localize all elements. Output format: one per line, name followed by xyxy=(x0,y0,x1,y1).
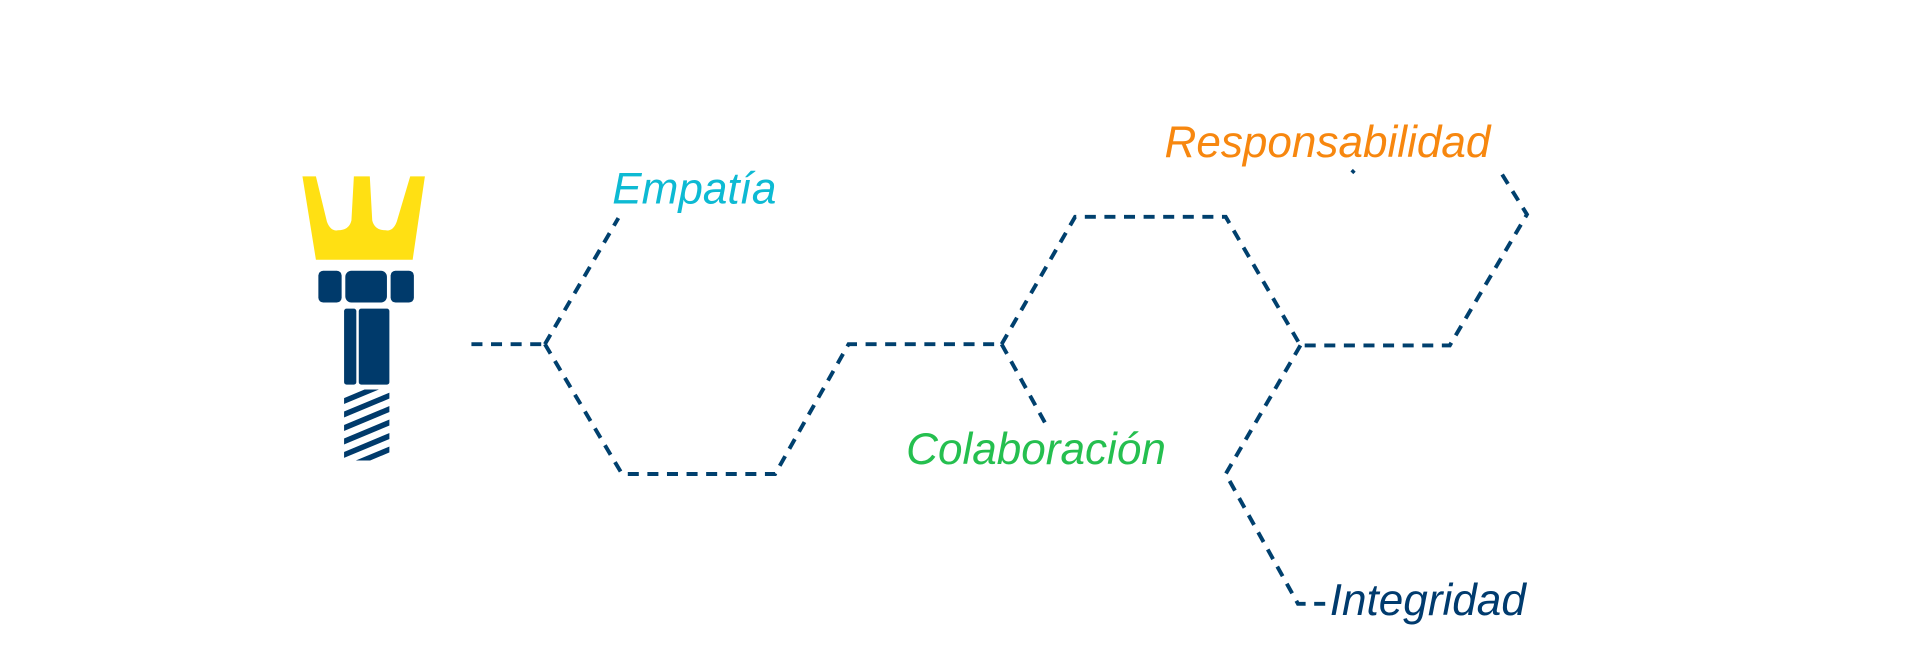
connector-colaboracion xyxy=(999,343,1049,428)
connector-responsabilidad xyxy=(1350,168,1356,175)
connector-integridad xyxy=(1223,344,1328,606)
label-empatia: Empatía xyxy=(612,164,776,213)
label-colaboracion: Colaboración xyxy=(906,425,1166,474)
label-integridad: Integridad xyxy=(1330,576,1528,625)
connector-hex-2 xyxy=(999,168,1530,348)
connector-lines xyxy=(471,168,1530,606)
label-responsabilidad: Responsabilidad xyxy=(1164,118,1491,167)
connector-empatia xyxy=(543,217,621,346)
crown-icon xyxy=(302,176,425,260)
bolt-icon xyxy=(318,270,414,461)
connector-hex-1 xyxy=(543,342,1002,476)
bolt-crown-logo xyxy=(302,176,425,461)
